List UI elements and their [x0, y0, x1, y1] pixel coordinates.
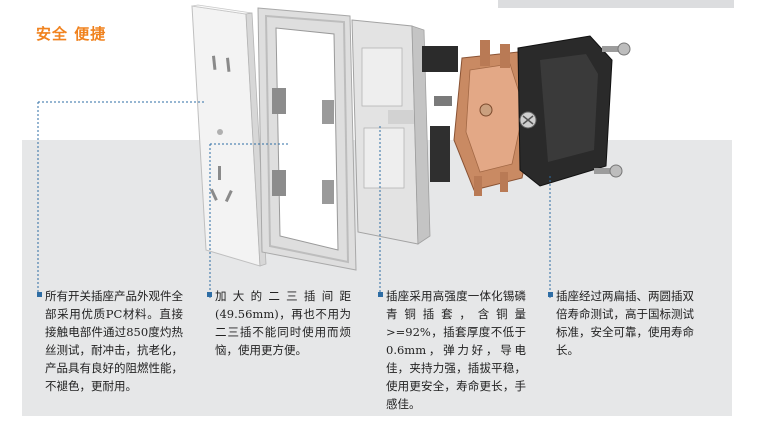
bullet-marker: [37, 292, 42, 297]
socket-base-plate: [351, 19, 431, 245]
front-cover-panel: [191, 4, 267, 267]
leader-lines: [37, 101, 551, 298]
bullet-marker: [207, 292, 212, 297]
feature-text-2: 加大的二三插间距(49.56mm)，再也不用为二三插不能同时使用而烦恼，使用更方…: [207, 287, 351, 359]
copper-contact-assembly: [453, 40, 537, 196]
screw-top: [602, 42, 631, 56]
top-gray-strip: [498, 0, 734, 8]
feature-text-1: 所有开关插座产品外观件全部采用优质PC材料。直接接触电部件通过850度灼热丝测试…: [37, 287, 183, 395]
bullet-marker: [548, 292, 553, 297]
black-clip-parts: [422, 46, 458, 182]
feature-text-3: 插座采用高强度一体化锡磷青铜插套，含铜量>=92%，插套厚度不低于0.6mm，弹…: [378, 287, 526, 413]
bullet-marker: [378, 292, 383, 297]
socket-frame: [257, 7, 357, 271]
feature-text-4: 插座经过两扁插、两圆插双倍寿命测试，高于国标测试标准，安全可靠，使用寿命长。: [548, 287, 696, 359]
screw-bottom: [594, 164, 623, 178]
black-rear-housing: [517, 35, 613, 187]
section-heading: 安全 便捷: [36, 25, 107, 43]
